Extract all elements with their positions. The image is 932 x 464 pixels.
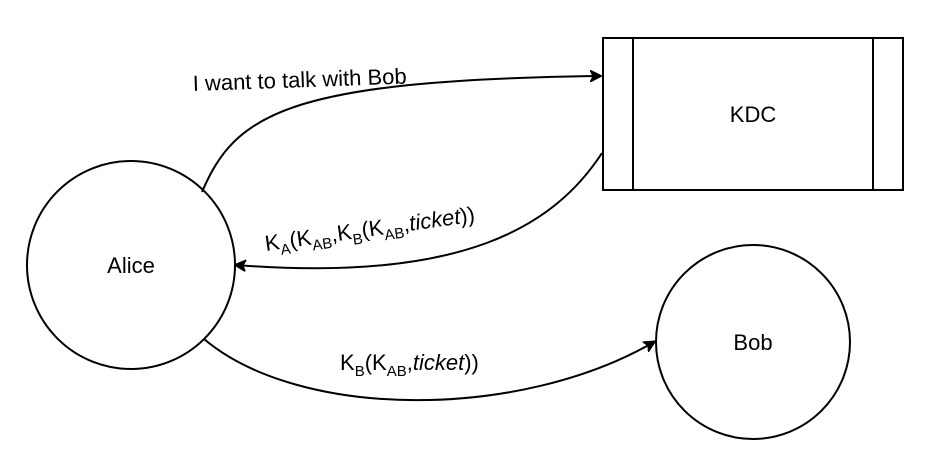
reply-k3-sub: B xyxy=(352,230,364,248)
edge-kdc-to-alice xyxy=(236,152,603,268)
forward-k1-sub: B xyxy=(355,363,365,380)
reply-k1-sub: A xyxy=(280,241,292,259)
reply-comma-2: , xyxy=(401,211,411,237)
bob-label: Bob xyxy=(733,330,772,355)
kdc-label: KDC xyxy=(730,102,777,127)
edge-alice-to-kdc xyxy=(201,76,600,193)
kdc-box xyxy=(602,37,904,191)
reply-k4-sub: AB xyxy=(383,225,405,245)
alice-label: Alice xyxy=(107,253,155,278)
edge-label-request: I want to talk with Bob xyxy=(192,64,407,96)
edge-label-forward: KB(KAB,ticket)) xyxy=(340,350,479,380)
reply-k1: K xyxy=(263,229,281,256)
alice-node: Alice xyxy=(26,160,236,370)
forward-ticket: ticket xyxy=(413,350,465,375)
forward-paren: ( xyxy=(365,350,373,375)
reply-close: )) xyxy=(458,202,476,229)
reply-ticket: ticket xyxy=(408,204,463,236)
edge-alice-to-bob xyxy=(203,338,654,402)
reply-comma-1: , xyxy=(329,221,339,247)
kdc-node: KDC xyxy=(602,37,904,191)
forward-k2-sub: AB xyxy=(387,363,407,380)
forward-k2: K xyxy=(372,350,387,375)
reply-paren-1: ( xyxy=(288,227,299,253)
reply-k2-sub: AB xyxy=(311,235,333,255)
forward-k1: K xyxy=(340,350,355,375)
edge-label-reply: KA(KAB,KB(KAB,ticket)) xyxy=(263,202,477,261)
reply-k2: K xyxy=(295,225,313,252)
forward-close: )) xyxy=(464,350,479,375)
reply-k4: K xyxy=(367,215,385,242)
reply-k3: K xyxy=(335,219,353,246)
bob-node: Bob xyxy=(655,244,851,440)
reply-paren-2: ( xyxy=(360,217,371,243)
forward-comma: , xyxy=(407,350,413,375)
